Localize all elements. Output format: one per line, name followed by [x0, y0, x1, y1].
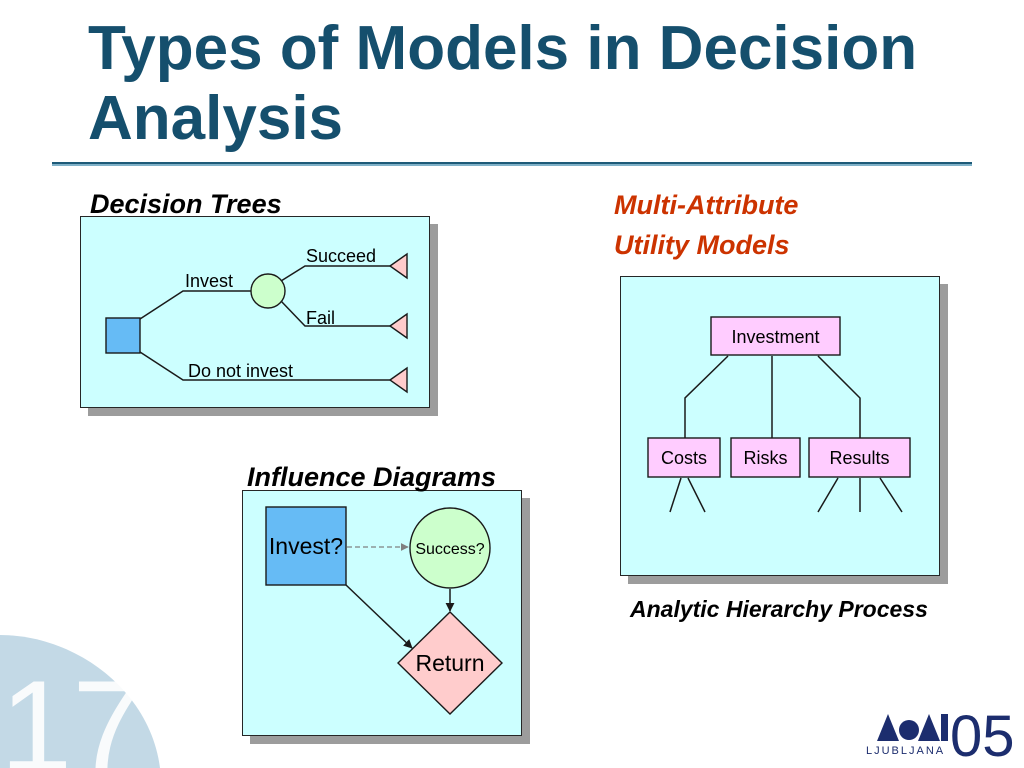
branch-label-do-not-invest: Do not invest [188, 361, 293, 381]
decision-tree-panel: Invest Succeed Fail Do not invest [80, 216, 430, 408]
decision-node-label: Invest? [269, 533, 343, 559]
slide-number-backdrop-shape [0, 635, 160, 768]
chance-node-success [409, 507, 491, 589]
ahp-caption: Analytic Hierarchy Process [630, 596, 928, 622]
costs-subcriterion-line [669, 477, 682, 513]
branch-label-fail: Fail [306, 308, 335, 328]
branch-line-invest [139, 290, 251, 320]
branch-line-succeed [280, 265, 390, 282]
slide-number-backdrop: 17 [0, 635, 160, 768]
hierarchy-line-results [817, 355, 861, 438]
results-subcriterion-line [817, 477, 839, 513]
slide-number: 17 [0, 653, 145, 768]
terminal-node-succeed [388, 252, 408, 280]
influence-diagram-panel: Invest? Success? Return [242, 490, 522, 736]
decision-node [105, 317, 141, 354]
branch-line-fail [280, 300, 390, 327]
branch-label-succeed: Succeed [306, 246, 376, 266]
value-node-return [397, 611, 503, 715]
hierarchy-line-costs [684, 355, 729, 438]
chance-node-label: Success? [415, 541, 484, 558]
branch-label-invest: Invest [185, 271, 233, 291]
logo-number: 05 [950, 704, 1015, 768]
ahp-hierarchy-diagram: Investment Costs Risks Results [647, 316, 911, 513]
decision-tree-diagram: Invest Succeed Fail Do not invest [105, 246, 408, 394]
logo-bar-shape [941, 714, 948, 741]
logo-triangle-shape [918, 714, 940, 741]
decision-trees-heading: Decision Trees [90, 189, 282, 219]
title-divider [52, 162, 972, 166]
logo-city: LJUBLJANA [866, 745, 946, 757]
criterion-box-risks [730, 437, 801, 478]
multi-attribute-heading: Multi-Attribute Utility Models [614, 190, 799, 260]
logo-icon [877, 714, 948, 741]
costs-subcriterion-line [687, 477, 706, 513]
ahp-panel: Investment Costs Risks Results [620, 276, 940, 576]
criterion-label-costs: Costs [661, 448, 707, 468]
branch-line-do-not-invest [139, 351, 390, 381]
criterion-box-costs [647, 437, 721, 478]
logo-triangle-shape [877, 714, 899, 741]
terminal-node-do-not-invest [388, 366, 408, 394]
arc-invest-to-return [345, 584, 413, 649]
criterion-box-results [808, 437, 911, 478]
value-node-label: Return [415, 650, 484, 676]
terminal-node-fail [388, 312, 408, 340]
influence-diagrams-heading: Influence Diagrams [247, 462, 497, 492]
criterion-label-results: Results [829, 448, 889, 468]
slide-title: Types of Models in Decision Analysis [88, 14, 918, 153]
criterion-label-risks: Risks [744, 448, 788, 468]
root-goal-label: Investment [731, 327, 819, 347]
root-goal-box [710, 316, 841, 356]
chance-node [250, 273, 286, 309]
results-subcriterion-line [879, 477, 903, 513]
logo-circle-shape [899, 720, 919, 740]
influence-diagram: Invest? Success? Return [265, 506, 503, 715]
decision-node-invest [265, 506, 347, 586]
